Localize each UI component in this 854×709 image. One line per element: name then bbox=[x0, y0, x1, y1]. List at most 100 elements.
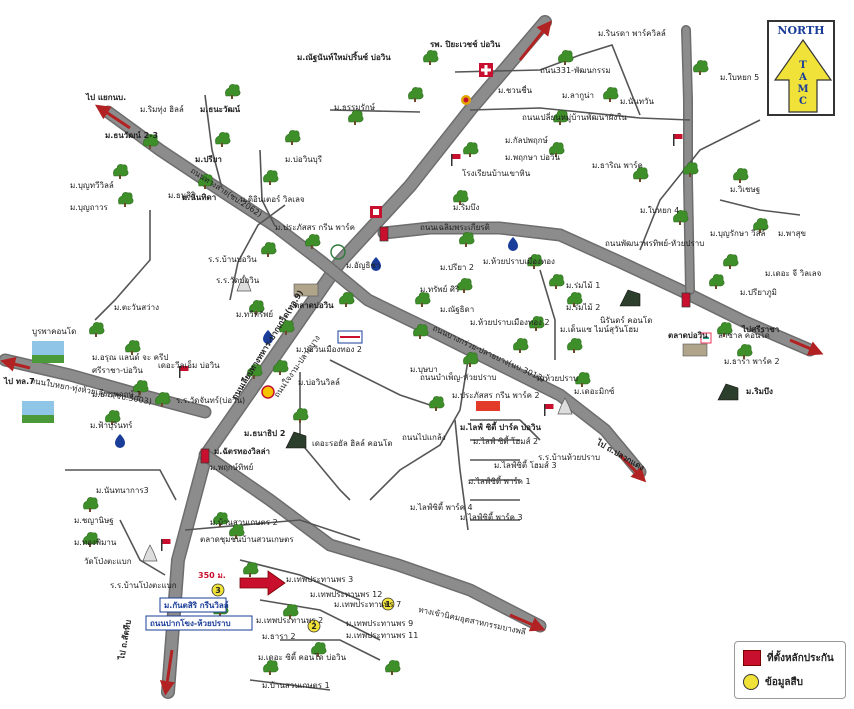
traffic-light-icon bbox=[681, 292, 691, 308]
tree-icon bbox=[462, 141, 479, 158]
place-label: ม.พาสุข bbox=[778, 229, 806, 238]
place-label: ม.ทองพิมาน bbox=[74, 538, 117, 547]
tree-icon bbox=[284, 129, 301, 146]
tree-icon bbox=[414, 291, 431, 308]
place-label: ม.ตะวันสว่าง bbox=[114, 303, 159, 312]
svg-text:3: 3 bbox=[215, 586, 221, 595]
north-title: NORTH bbox=[777, 24, 825, 37]
office-swatch-icon bbox=[743, 650, 761, 666]
road-label: ถนน331-พัฒนกรรม bbox=[540, 66, 611, 75]
place-label: ม.เดอะ ซิตี้ คอนโด บ่อวิน bbox=[258, 651, 347, 662]
road-label-box: ถนนปากโขง-ห้วยปราบ bbox=[145, 615, 253, 631]
place-label: ม.บุษบา bbox=[410, 365, 438, 374]
place-label: ม.ลากูน่า bbox=[562, 91, 594, 101]
tree-icon bbox=[262, 659, 279, 676]
tesco-icon bbox=[337, 330, 363, 344]
red-landmark-arrow bbox=[239, 570, 286, 596]
major-roads bbox=[0, 15, 817, 699]
tree-icon bbox=[82, 496, 99, 513]
place-label: ม.ร่มไม้ 1 bbox=[566, 281, 600, 290]
svg-text:M: M bbox=[797, 84, 808, 95]
place-label: โรงเรียนบ้านเขาหิน bbox=[462, 168, 531, 178]
place-label: ม.เทพประทานพร 12 bbox=[310, 590, 382, 599]
place-label: ม.นันทวัน bbox=[620, 97, 655, 106]
school-flag-icon bbox=[161, 539, 171, 551]
direction-label: ไป ทล.7 bbox=[3, 376, 35, 386]
place-label: ร.ร.วัดบ่อวิน bbox=[216, 276, 260, 285]
place-label: ม.ทวีทรัพย์ bbox=[236, 309, 273, 319]
tree-icon bbox=[214, 131, 231, 148]
place-label: ม.วิเชษฐ bbox=[730, 185, 760, 194]
place-label: ม.นันทิดา bbox=[182, 193, 216, 202]
place-label: ม.ประภัสสร กรีน พาร์ค 2 bbox=[452, 390, 540, 400]
place-label: ม.ใบหยก 4 bbox=[640, 206, 679, 215]
place-label: ม.ธนวัฒน์ 2-3 bbox=[105, 130, 158, 140]
svg-text:C: C bbox=[799, 96, 807, 107]
tree-icon bbox=[548, 273, 565, 290]
place-label: วัดโป่งตะแบก bbox=[84, 556, 132, 566]
place-label: ม.พฤกษ์ทิพย์ bbox=[210, 462, 253, 472]
temple-icon bbox=[142, 544, 158, 562]
gas-station-icon bbox=[461, 95, 471, 105]
tree-icon bbox=[456, 277, 473, 294]
road-label: ถนนเปลี่ยนหมู่บ้านพัฒนาผังใน bbox=[522, 111, 627, 123]
icons-layer: 1 2 3 bbox=[22, 63, 739, 633]
place-label: ม.ไลฟ์ซิตี้ พาร์ค 4 bbox=[410, 501, 473, 512]
place-label: ม.ไลฟ์ซิตี้ พาร์ค 1 bbox=[468, 475, 531, 486]
place-label: ม.ทรัพย์ ศิริ bbox=[420, 284, 460, 294]
svg-text:ม.กันตสิริ กรีนวิลล์: ม.กันตสิริ กรีนวิลล์ bbox=[164, 600, 229, 610]
place-label: ร.ร.วัดจันทร์(บ่อวิน) bbox=[176, 395, 245, 405]
place-label: ม.บ่อวินบุรี bbox=[285, 155, 323, 164]
place-label: รพ. ปิยะเวชช์ บ่อวิน bbox=[430, 39, 501, 49]
legend-row-office: ที่ตั้งหลักประกัน bbox=[743, 650, 834, 666]
place-label: ม.เดอะ จี วิลเลจ bbox=[765, 269, 822, 278]
temple-icon bbox=[557, 397, 573, 415]
place-label: ศรีราชา-บ่อวิน bbox=[92, 366, 143, 375]
place-label: ร.ร.บ้านโป่งตะแบก bbox=[110, 580, 177, 590]
place-label: ม.พฤกษา บ่อวิน bbox=[505, 153, 560, 162]
place-label: ม.ณัฐธิดา bbox=[440, 305, 474, 314]
tree-icon bbox=[224, 83, 241, 100]
place-label: ม.ไลฟ์ ซิตี้ ปาร์ค บ่อวิน bbox=[460, 421, 541, 432]
svg-text:1: 1 bbox=[385, 600, 391, 609]
place-label: ม.ธนะวัฒน์ bbox=[200, 104, 241, 114]
place-label: ม.ไลฟ์ ซิตี้ โฮมส์ 2 bbox=[473, 435, 538, 446]
landmark-icon bbox=[370, 206, 382, 218]
place-label: ม.ไลฟ์ซิตี้ โฮมส์ 3 bbox=[494, 459, 557, 470]
place-label: บูรพาคอนโด bbox=[32, 326, 76, 337]
place-label: ม.นันทนาการ3 bbox=[96, 486, 149, 495]
place-label: ม.บ้านสวนเกษตร 1 bbox=[262, 681, 330, 690]
north-arrow-icon: T A M C bbox=[773, 38, 833, 113]
tree-icon bbox=[407, 86, 424, 103]
legend-office-label: ที่ตั้งหลักประกัน bbox=[767, 652, 834, 664]
traffic-light-icon bbox=[200, 448, 210, 464]
place-label: เดอะวีลเอ็ม บ่อวิน bbox=[158, 360, 220, 370]
tree-icon bbox=[566, 337, 583, 354]
place-label: ลาซาล คอนโด bbox=[718, 330, 770, 340]
direction-label: ไปศรีราชา bbox=[741, 324, 779, 334]
place-label: ม.ใบหยก 5 bbox=[720, 73, 759, 82]
place-label: ม.ธาริณ พาร์ค bbox=[592, 160, 643, 170]
tree-icon bbox=[338, 291, 355, 308]
place-label: ม.บุญถาวร bbox=[70, 203, 109, 212]
place-label: ม.เทพประทานพร 7 bbox=[334, 600, 401, 609]
place-label: ม.อรุณ แลนด์ จะ ครีป bbox=[92, 352, 168, 362]
tree-icon bbox=[347, 109, 364, 126]
condo-icon bbox=[717, 383, 739, 401]
place-label: ม.บ้านสวนเกษตร 2 bbox=[210, 518, 278, 527]
shell-icon bbox=[261, 385, 275, 399]
place-label: ม.อัญธิชา bbox=[346, 261, 380, 270]
place-label: ม.ชญานิษฐ bbox=[74, 516, 114, 525]
place-label: ม.ปรียาภูมิ bbox=[740, 288, 777, 298]
tree-icon bbox=[292, 407, 309, 424]
place-label: ร.ร.บ้านห้วยปราบ bbox=[538, 453, 600, 462]
gas-station-icon bbox=[263, 330, 273, 344]
place-label: ม.บ่อวินเมืองทอง 2 bbox=[296, 345, 362, 354]
tree-icon bbox=[422, 49, 439, 66]
place-label: ม.ปรียา 2 bbox=[440, 263, 474, 272]
svg-text:2: 2 bbox=[311, 622, 317, 631]
tree-icon bbox=[112, 163, 129, 180]
info-swatch-icon bbox=[743, 674, 759, 690]
place-label: ม.ธารา พาร์ค 2 bbox=[724, 356, 780, 366]
road-label: ถนนเลียบทางทหาร-ปากเกร็ด(ทล.9) bbox=[228, 287, 305, 401]
